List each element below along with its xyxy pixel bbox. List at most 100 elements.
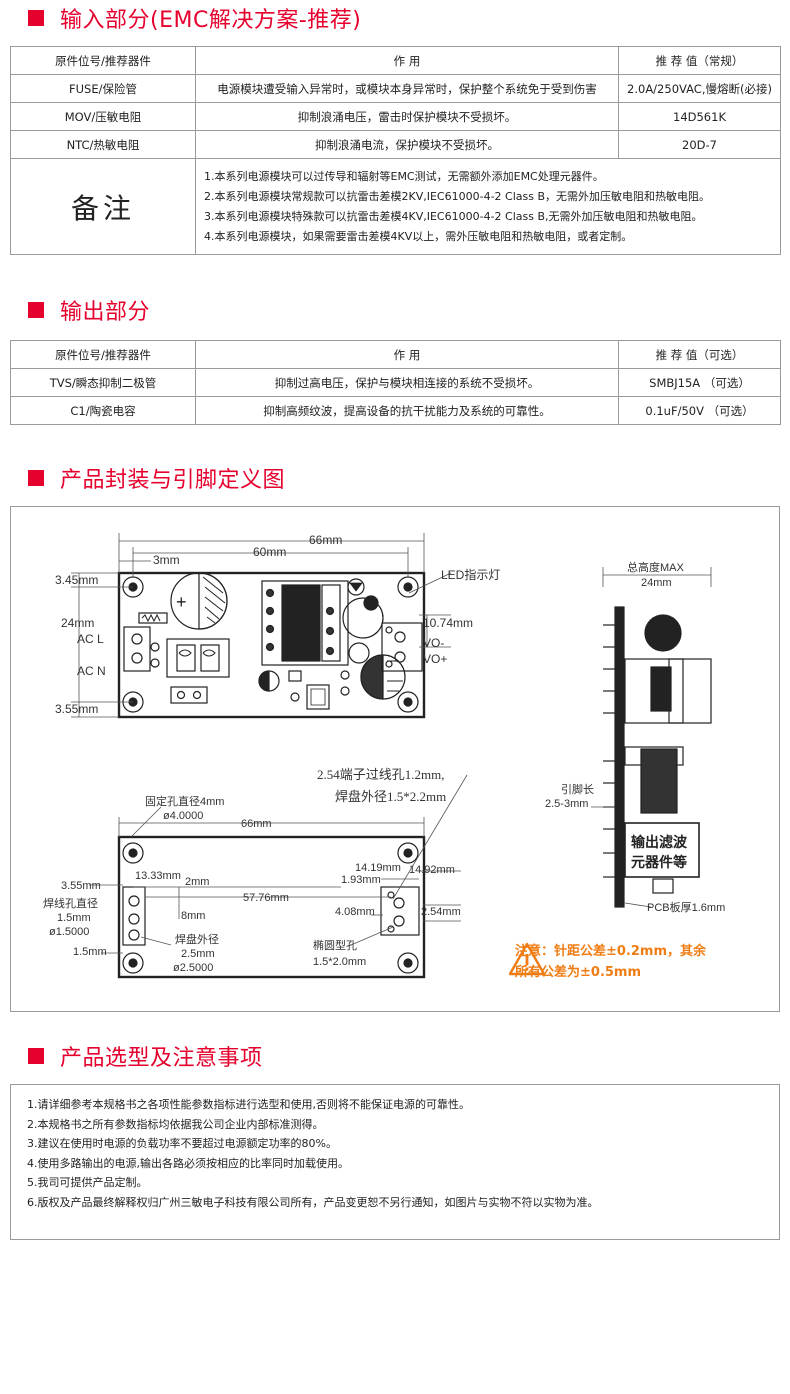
- section-title-selection: 产品选型及注意事项: [28, 1040, 263, 1072]
- table-header-row: 原件位号/推荐器件 作 用 推 荐 值（可选）: [10, 340, 781, 369]
- pad-diameter-value-1: 2.5mm: [181, 948, 215, 960]
- table-row-notes: 备注 1.本系列电源模块可以过传导和辐射等EMC测试，无需额外添加EMC处理元器…: [10, 158, 781, 255]
- dim-1492-label: 14.92mm: [409, 864, 455, 876]
- side-view-labels: 总高度MAX 24mm 引脚长 2.5-3mm 输出滤波 元器件等 PCB板厚1…: [545, 560, 725, 914]
- bottom-view-dimensions: [89, 774, 468, 954]
- table-cell: 抑制过高电压，保护与模块相连接的系统不受损坏。: [195, 368, 619, 397]
- pad-diameter-label: 焊盘外径: [175, 932, 219, 946]
- solder-hole-label: 焊线孔直径: [43, 896, 98, 910]
- section-title-output: 输出部分: [28, 294, 150, 326]
- selection-note-line: 6.版权及产品最终解释权归广州三敏电子科技有限公司所有，产品变更恕不另行通知，如…: [27, 1195, 599, 1209]
- dim-8-label: 8mm: [181, 910, 205, 922]
- dim-408-label: 4.08mm: [335, 906, 375, 918]
- oval-hole-label: 椭圆型孔: [313, 938, 357, 952]
- terminal-hole-label: 2.54端子过线孔1.2mm,: [317, 767, 444, 782]
- pad-diameter-value-2: ø2.5000: [173, 962, 213, 974]
- table-header: 推 荐 值（可选）: [618, 340, 781, 369]
- dim-3-label: 3mm: [153, 553, 180, 567]
- selection-notes: 1.请详细参考本规格书之各项性能参数指标进行选型和使用,否则将不能保证电源的可靠…: [10, 1084, 780, 1240]
- dim-66-label: 66mm: [309, 533, 342, 547]
- dim-355-label: 3.55mm: [55, 702, 98, 716]
- dim-193-label: 1.93mm: [341, 874, 381, 886]
- table-header: 推 荐 值（常规）: [618, 46, 781, 75]
- section-title-text: 产品封装与引脚定义图: [60, 468, 286, 493]
- side-view: [591, 567, 712, 908]
- dim-1333-label: 13.33mm: [135, 870, 181, 882]
- selection-note-line: 2.本规格书之所有参数指标均依据我公司企业内部标准测得。: [27, 1117, 324, 1131]
- tolerance-warning: 注意：针距公差±0.2mm，其余 所有公差为±0.5mm: [507, 941, 706, 983]
- solder-hole-value-1: 1.5mm: [57, 912, 91, 924]
- table-cell: 抑制浪涌电流，保护模块不受损坏。: [195, 130, 619, 159]
- table-cell: NTC/热敏电阻: [10, 130, 196, 159]
- oval-hole-value: 1.5*2.0mm: [313, 956, 366, 968]
- selection-note-line: 5.我司可提供产品定制。: [27, 1176, 148, 1190]
- table-cell: 20D-7: [618, 130, 781, 159]
- pin-length-value: 2.5-3mm: [545, 798, 588, 810]
- table-cell: 抑制高频纹波，提高设备的抗干扰能力及系统的可靠性。: [195, 396, 619, 425]
- top-view-dimensions: [71, 533, 452, 718]
- output-table: 原件位号/推荐器件 作 用 推 荐 值（可选） TVS/瞬态抑制二极管 抑制过高…: [10, 340, 781, 425]
- dim-5776-label: 57.76mm: [243, 892, 289, 904]
- pin-length-label: 引脚长: [561, 782, 594, 796]
- vo-minus-label: VO-: [423, 636, 444, 650]
- warning-text: 注意：针距公差±0.2mm，其余 所有公差为±0.5mm: [515, 941, 706, 983]
- table-header-row: 原件位号/推荐器件 作 用 推 荐 值（常规）: [10, 46, 781, 75]
- table-cell: 抑制浪涌电压，雷击时保护模块不受损坏。: [195, 102, 619, 131]
- dim-15-label: 1.5mm: [73, 946, 107, 958]
- bottom-view: [117, 835, 426, 979]
- warning-line-1: 注意：针距公差±0.2mm，其余: [515, 944, 707, 959]
- section-title-text: 输出部分: [60, 300, 151, 325]
- table-row: TVS/瞬态抑制二极管 抑制过高电压，保护与模块相连接的系统不受损坏。 SMBJ…: [10, 368, 781, 397]
- note-cell: 1.本系列电源模块可以过传导和辐射等EMC测试，无需额外添加EMC处理元器件。 …: [195, 158, 781, 255]
- table-row: C1/陶瓷电容 抑制高频纹波，提高设备的抗干扰能力及系统的可靠性。 0.1uF/…: [10, 396, 781, 425]
- dim-345-label: 3.45mm: [55, 573, 98, 587]
- dim-1074-label: 10.74mm: [423, 616, 473, 630]
- ac-l-label: AC L: [77, 632, 104, 646]
- dim-254-label: 2.54mm: [421, 906, 461, 918]
- filter-label-1: 输出滤波: [631, 834, 688, 850]
- dim-60-label: 60mm: [253, 545, 286, 559]
- package-diagram: +: [10, 506, 780, 1012]
- dim-355-bottom-label: 3.55mm: [61, 880, 101, 892]
- led-label: LED指示灯: [441, 567, 500, 582]
- pad-outer-label: 焊盘外径1.5*2.2mm: [335, 789, 446, 804]
- solder-hole-value-2: ø1.5000: [49, 926, 89, 938]
- fix-hole-label: 固定孔直径4mm: [145, 794, 224, 808]
- selection-note-line: 1.请详细参考本规格书之各项性能参数指标进行选型和使用,否则将不能保证电源的可靠…: [27, 1098, 470, 1111]
- top-view-labels: 66mm 60mm 3mm 3.45mm 24mm AC L AC N 3.55…: [55, 533, 500, 716]
- filter-label-2: 元器件等: [631, 854, 687, 870]
- note-label: 备注: [10, 158, 196, 255]
- table-cell: 2.0A/250VAC,慢熔断(必接): [618, 74, 781, 103]
- table-row: NTC/热敏电阻 抑制浪涌电流，保护模块不受损坏。 20D-7: [10, 130, 781, 159]
- note-line: 1.本系列电源模块可以过传导和辐射等EMC测试，无需额外添加EMC处理元器件。: [204, 169, 604, 183]
- selection-note-line: 4.使用多路输出的电源,输出各路必须按相应的比率同时加载使用。: [27, 1156, 349, 1170]
- dim-2-label: 2mm: [185, 876, 209, 888]
- vo-plus-label: VO+: [423, 652, 447, 666]
- table-header: 作 用: [195, 340, 619, 369]
- svg-text:+: +: [176, 592, 187, 612]
- table-row: MOV/压敏电阻 抑制浪涌电压，雷击时保护模块不受损坏。 14D561K: [10, 102, 781, 131]
- section-marker: [28, 10, 44, 26]
- ac-n-label: AC N: [77, 664, 106, 678]
- table-header: 原件位号/推荐器件: [10, 340, 196, 369]
- pcb-thickness-label: PCB板厚1.6mm: [647, 900, 725, 914]
- table-row: FUSE/保险管 电源模块遭受输入异常时，或模块本身异常时，保护整个系统免于受到…: [10, 74, 781, 103]
- table-cell: TVS/瞬态抑制二极管: [10, 368, 196, 397]
- warning-line-2: 所有公差为±0.5mm: [515, 965, 642, 980]
- fix-hole-value: ø4.0000: [163, 810, 203, 822]
- note-line: 4.本系列电源模块，如果需要雷击差模4KV以上，需外压敏电阻和热敏电阻，或者定制…: [204, 229, 633, 243]
- section-title-input: 输入部分(EMC解决方案-推荐): [28, 2, 361, 34]
- input-table: 原件位号/推荐器件 作 用 推 荐 值（常规） FUSE/保险管 电源模块遭受输…: [10, 46, 781, 255]
- section-marker: [28, 302, 44, 318]
- dim-1419-label: 14.19mm: [355, 862, 401, 874]
- section-marker: [28, 1048, 44, 1064]
- selection-note-line: 3.建议在使用时电源的负载功率不要超过电源额定功率的80%。: [27, 1137, 337, 1151]
- section-title-text: 产品选型及注意事项: [60, 1046, 263, 1071]
- table-header: 作 用: [195, 46, 619, 75]
- bottom-view-labels: 2.54端子过线孔1.2mm, 焊盘外径1.5*2.2mm 固定孔直径4mm ø…: [43, 767, 461, 974]
- table-header: 原件位号/推荐器件: [10, 46, 196, 75]
- total-height-value: 24mm: [641, 577, 672, 589]
- top-view: +: [117, 571, 426, 719]
- dim-66-bottom-label: 66mm: [241, 818, 272, 830]
- table-cell: 14D561K: [618, 102, 781, 131]
